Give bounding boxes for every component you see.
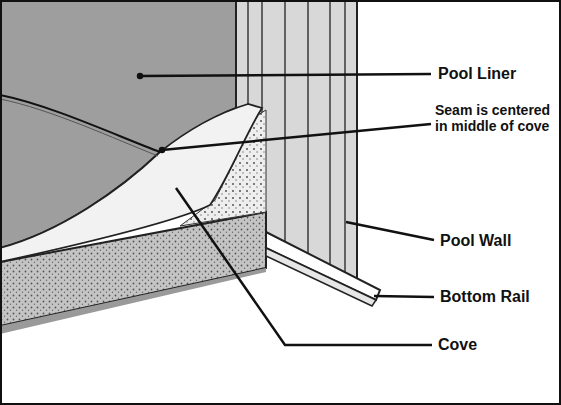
part-label: Pool Wall — [440, 232, 511, 250]
note-label: Seam is centered in middle of cove — [435, 102, 557, 134]
part-label: Bottom Rail — [440, 288, 530, 306]
part-label: Cove — [438, 336, 477, 354]
part-label: Pool Liner — [438, 65, 516, 83]
